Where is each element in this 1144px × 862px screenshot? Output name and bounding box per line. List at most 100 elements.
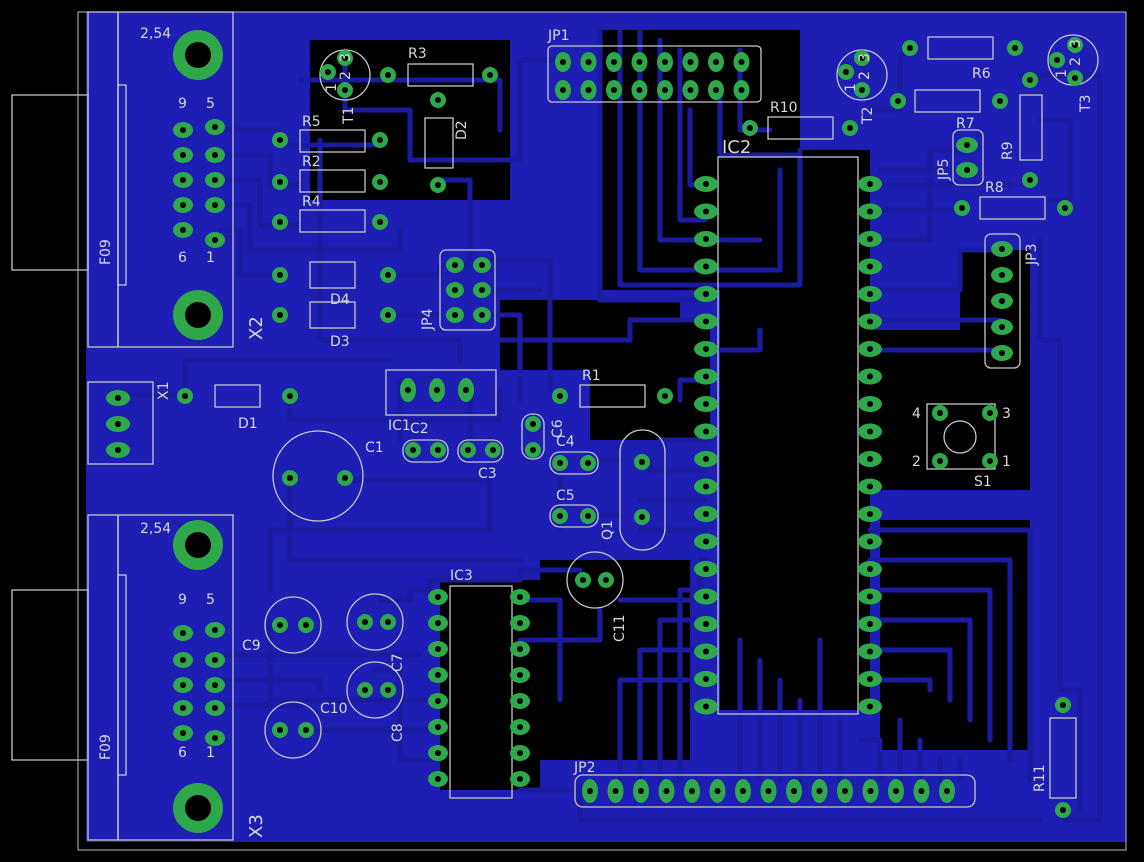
label-t2: T2 (860, 107, 876, 125)
label-pin5-x3: 5 (206, 592, 215, 608)
pad-drill (867, 648, 873, 655)
pad-drill (580, 577, 586, 583)
pad-drill (867, 593, 873, 600)
pad-drill (385, 687, 391, 693)
pad-drill (385, 619, 391, 625)
pad-drill (867, 621, 873, 627)
pad-drill (703, 648, 709, 655)
label-s1: S1 (974, 474, 992, 490)
pad-drill (585, 59, 592, 65)
pad-drill (867, 318, 873, 325)
pad-drill (435, 724, 441, 730)
pad-drill (517, 672, 523, 678)
label-c3: C3 (478, 466, 497, 482)
pad-layer (106, 37, 1083, 818)
pad-drill (342, 475, 348, 481)
pad-drill (703, 263, 709, 270)
label-s1-pin3: 3 (1002, 406, 1011, 422)
label-r2: R2 (302, 154, 321, 170)
pad-drill (1054, 57, 1060, 63)
pad-drill (487, 72, 493, 78)
pad-drill (362, 687, 368, 693)
pad-drill (479, 262, 485, 268)
pad-drill (530, 447, 536, 453)
pad-drill (587, 788, 593, 794)
label-x3: X3 (246, 814, 267, 838)
pad-drill (212, 682, 218, 688)
pad-drill (816, 788, 823, 794)
pad-drill (517, 620, 523, 626)
pad-drill (689, 788, 695, 794)
pad-drill (180, 152, 186, 158)
pad-drill (180, 682, 186, 688)
pad-drill (703, 593, 709, 600)
label-pin6-x2: 6 (178, 250, 187, 266)
pad-drill (867, 566, 873, 572)
pad-drill (867, 373, 873, 380)
label-c8: C8 (390, 723, 406, 742)
pad-drill (435, 698, 441, 704)
label-t1-pin2: 2 (338, 71, 354, 80)
pad-drill (287, 393, 293, 399)
pad-drill (918, 788, 925, 794)
pad-drill (713, 87, 719, 93)
pad-drill (867, 483, 873, 490)
label-c2: C2 (410, 421, 429, 437)
pad-drill (212, 124, 218, 130)
pad-drill (277, 272, 283, 278)
pad-drill (703, 428, 709, 435)
pad-drill (999, 298, 1005, 304)
label-s1-pin2: 2 (912, 454, 921, 470)
pad-drill (703, 373, 709, 380)
pad-drill (435, 97, 441, 103)
pad-drill (867, 263, 873, 270)
pad-drill (1072, 42, 1078, 48)
pad-drill (385, 72, 391, 78)
pad-drill (987, 458, 993, 464)
pad-drill (1060, 702, 1066, 708)
pad-drill (1060, 807, 1066, 813)
label-t3-pin1: 1 (1054, 69, 1070, 78)
label-c6: C6 (550, 419, 566, 438)
pad-drill (465, 447, 471, 453)
pad-drill (703, 236, 709, 242)
pad-drill (115, 421, 121, 427)
label-t1: T1 (341, 107, 357, 125)
pad-drill (638, 788, 644, 794)
pad-drill (463, 387, 469, 393)
pad-drill (703, 538, 709, 545)
label-jp1: JP1 (547, 28, 569, 44)
pad-drill (703, 318, 709, 325)
pad-drill (435, 447, 441, 453)
pad-drill (662, 87, 668, 93)
pad-drill (867, 428, 873, 435)
pad-drill (611, 59, 617, 65)
pad-drill (867, 401, 873, 407)
pad-drill (585, 87, 592, 93)
pad-drill (277, 179, 283, 185)
pad-drill (435, 182, 441, 188)
pad-drill (703, 181, 709, 187)
label-ic3: IC3 (450, 568, 473, 584)
pad-drill (452, 262, 458, 268)
label-pin9-x3: 9 (178, 592, 187, 608)
label-pin5-x2: 5 (206, 96, 215, 112)
pad-drill (603, 577, 609, 583)
pads (173, 30, 223, 833)
pad-drill (1062, 205, 1068, 211)
silkscreen (11, 11, 1099, 841)
pad-drill (385, 312, 391, 318)
pad-drill (999, 272, 1005, 278)
pad-drill (714, 788, 721, 794)
pad-drill (405, 387, 411, 393)
label-r5: R5 (302, 114, 321, 130)
label-jp5: JP5 (936, 159, 952, 181)
pad-drill (703, 346, 709, 352)
label-d3: D3 (330, 334, 350, 350)
pad-drill (277, 219, 283, 225)
label-x2: X2 (246, 316, 267, 340)
pad-drill (212, 705, 218, 711)
pad-drill (180, 127, 186, 133)
pad-drill (452, 312, 458, 318)
pad-drill (964, 167, 970, 173)
